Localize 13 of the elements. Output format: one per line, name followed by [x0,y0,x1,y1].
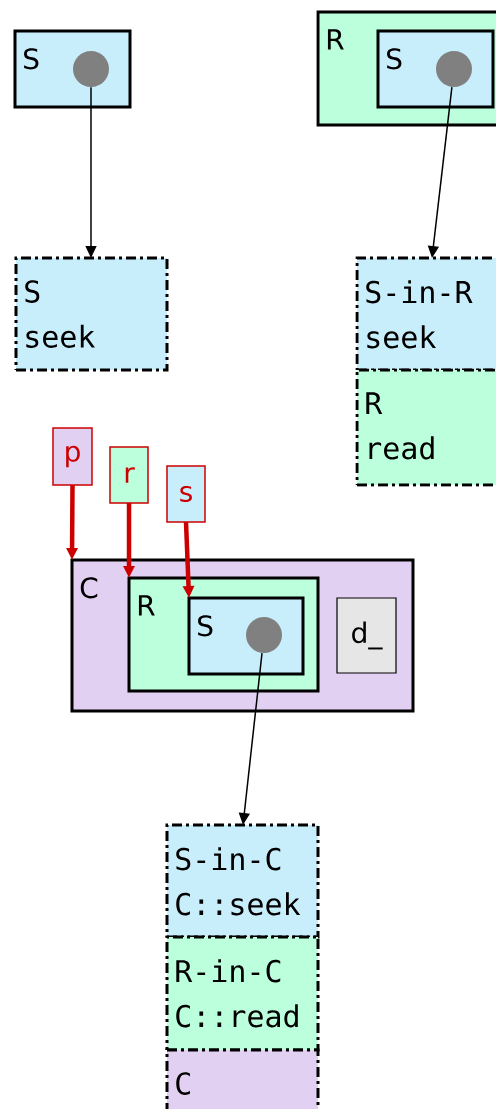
dot [246,617,282,653]
dashed-box: C [165,1048,320,1109]
dashed-box: S-in-R seek [355,256,496,372]
tag-box: r [109,446,149,504]
tag-box: p [52,427,93,486]
dashed-box: S seek [14,256,169,372]
dashed-box: R read [355,368,496,487]
dashed-box: R-in-C C::read [165,935,320,1052]
dot [436,51,472,87]
small-box: d_ [336,597,397,674]
dashed-box: S-in-C C::seek [165,823,320,939]
tag-box: s [166,465,206,523]
dot [73,51,109,87]
